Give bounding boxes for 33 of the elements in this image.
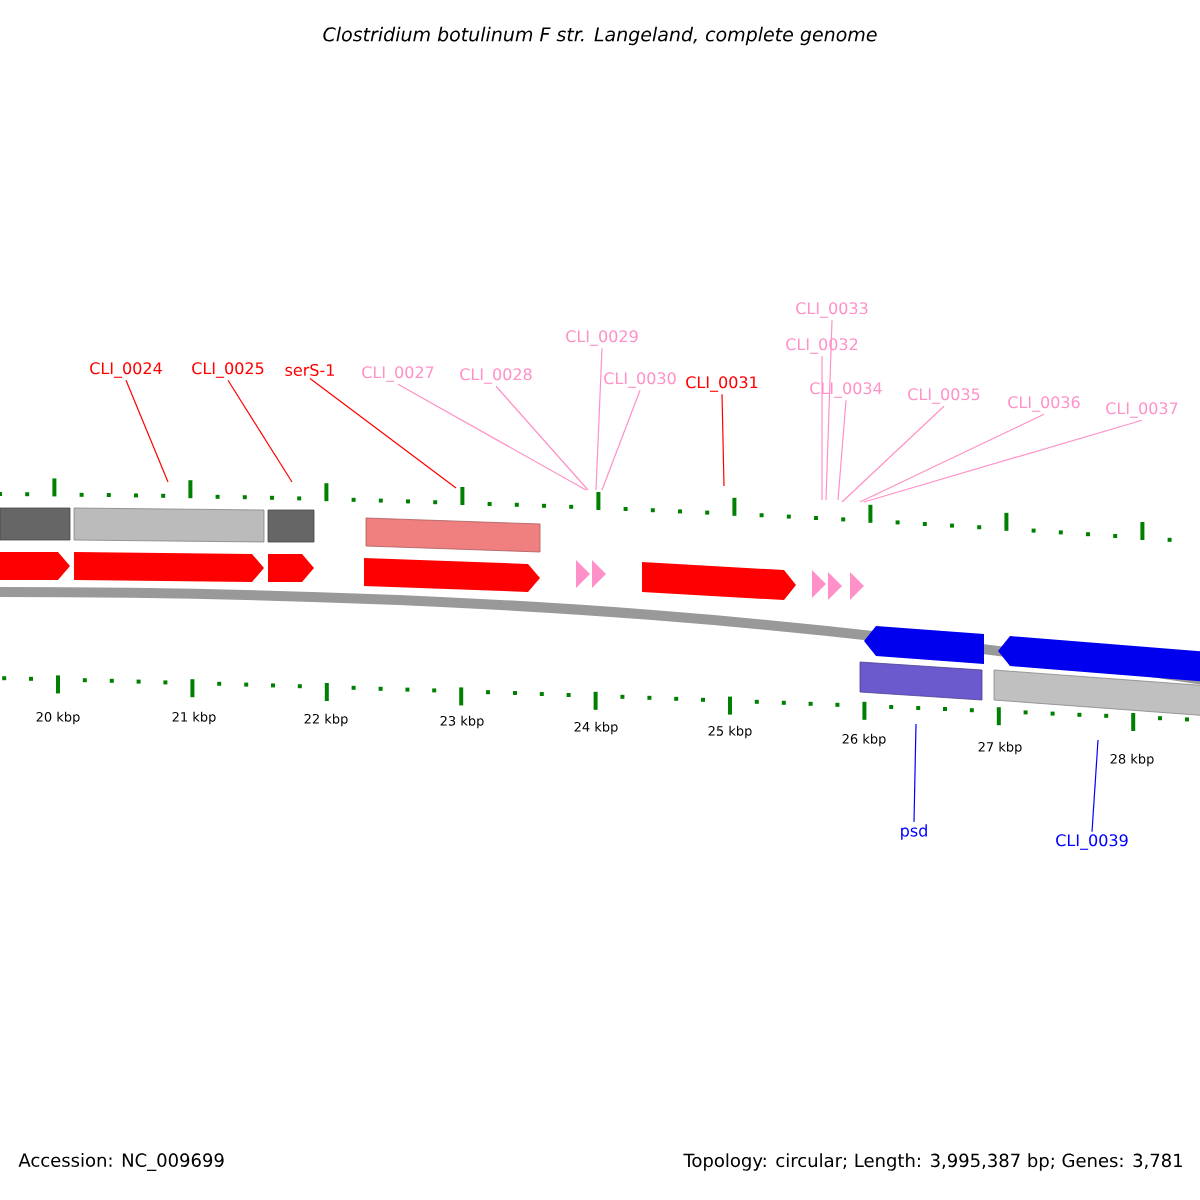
leader-line xyxy=(227,379,293,483)
leader-line xyxy=(825,319,833,501)
gene-label: CLI_0028 xyxy=(460,368,532,384)
gene-label: CLI_0035 xyxy=(908,388,980,404)
gene-label: CLI_0027 xyxy=(362,366,434,382)
gene-label: CLI_0031 xyxy=(686,376,758,392)
gene-label: CLI_0029 xyxy=(566,330,638,346)
accession-text: Accession: NC_009699 xyxy=(18,1153,224,1171)
gene-label: CLI_0030 xyxy=(604,372,676,388)
genome-stats-text: Topology: circular; Length: 3,995,387 bp; Genes: 3,781 xyxy=(683,1153,1182,1171)
leader-line xyxy=(595,347,603,491)
leader-line xyxy=(821,355,823,501)
gene-label: serS-1 xyxy=(285,363,334,377)
leader-line xyxy=(1091,739,1099,833)
gene-label: CLI_0036 xyxy=(1008,396,1080,412)
leader-line xyxy=(859,413,1045,503)
leader-line xyxy=(841,405,945,503)
leader-line xyxy=(721,393,725,487)
gene-label: CLI_0039 xyxy=(1056,834,1128,850)
title: Clostridium botulinum F str. Langeland, complete genome xyxy=(323,26,877,46)
gene-label: CLI_0033 xyxy=(796,302,868,318)
leader-line xyxy=(913,723,917,823)
leader-line xyxy=(495,385,589,491)
gene-label: psd xyxy=(901,824,927,840)
gene-label: CLI_0024 xyxy=(90,362,162,378)
leader-line xyxy=(863,419,1143,503)
leader-line xyxy=(601,389,641,491)
leader-line xyxy=(125,379,169,483)
leader-line xyxy=(397,383,587,491)
leader-line xyxy=(309,377,457,489)
gene-label: CLI_0037 xyxy=(1106,402,1178,418)
leader-line xyxy=(837,399,847,501)
gene-label: CLI_0025 xyxy=(192,362,264,378)
